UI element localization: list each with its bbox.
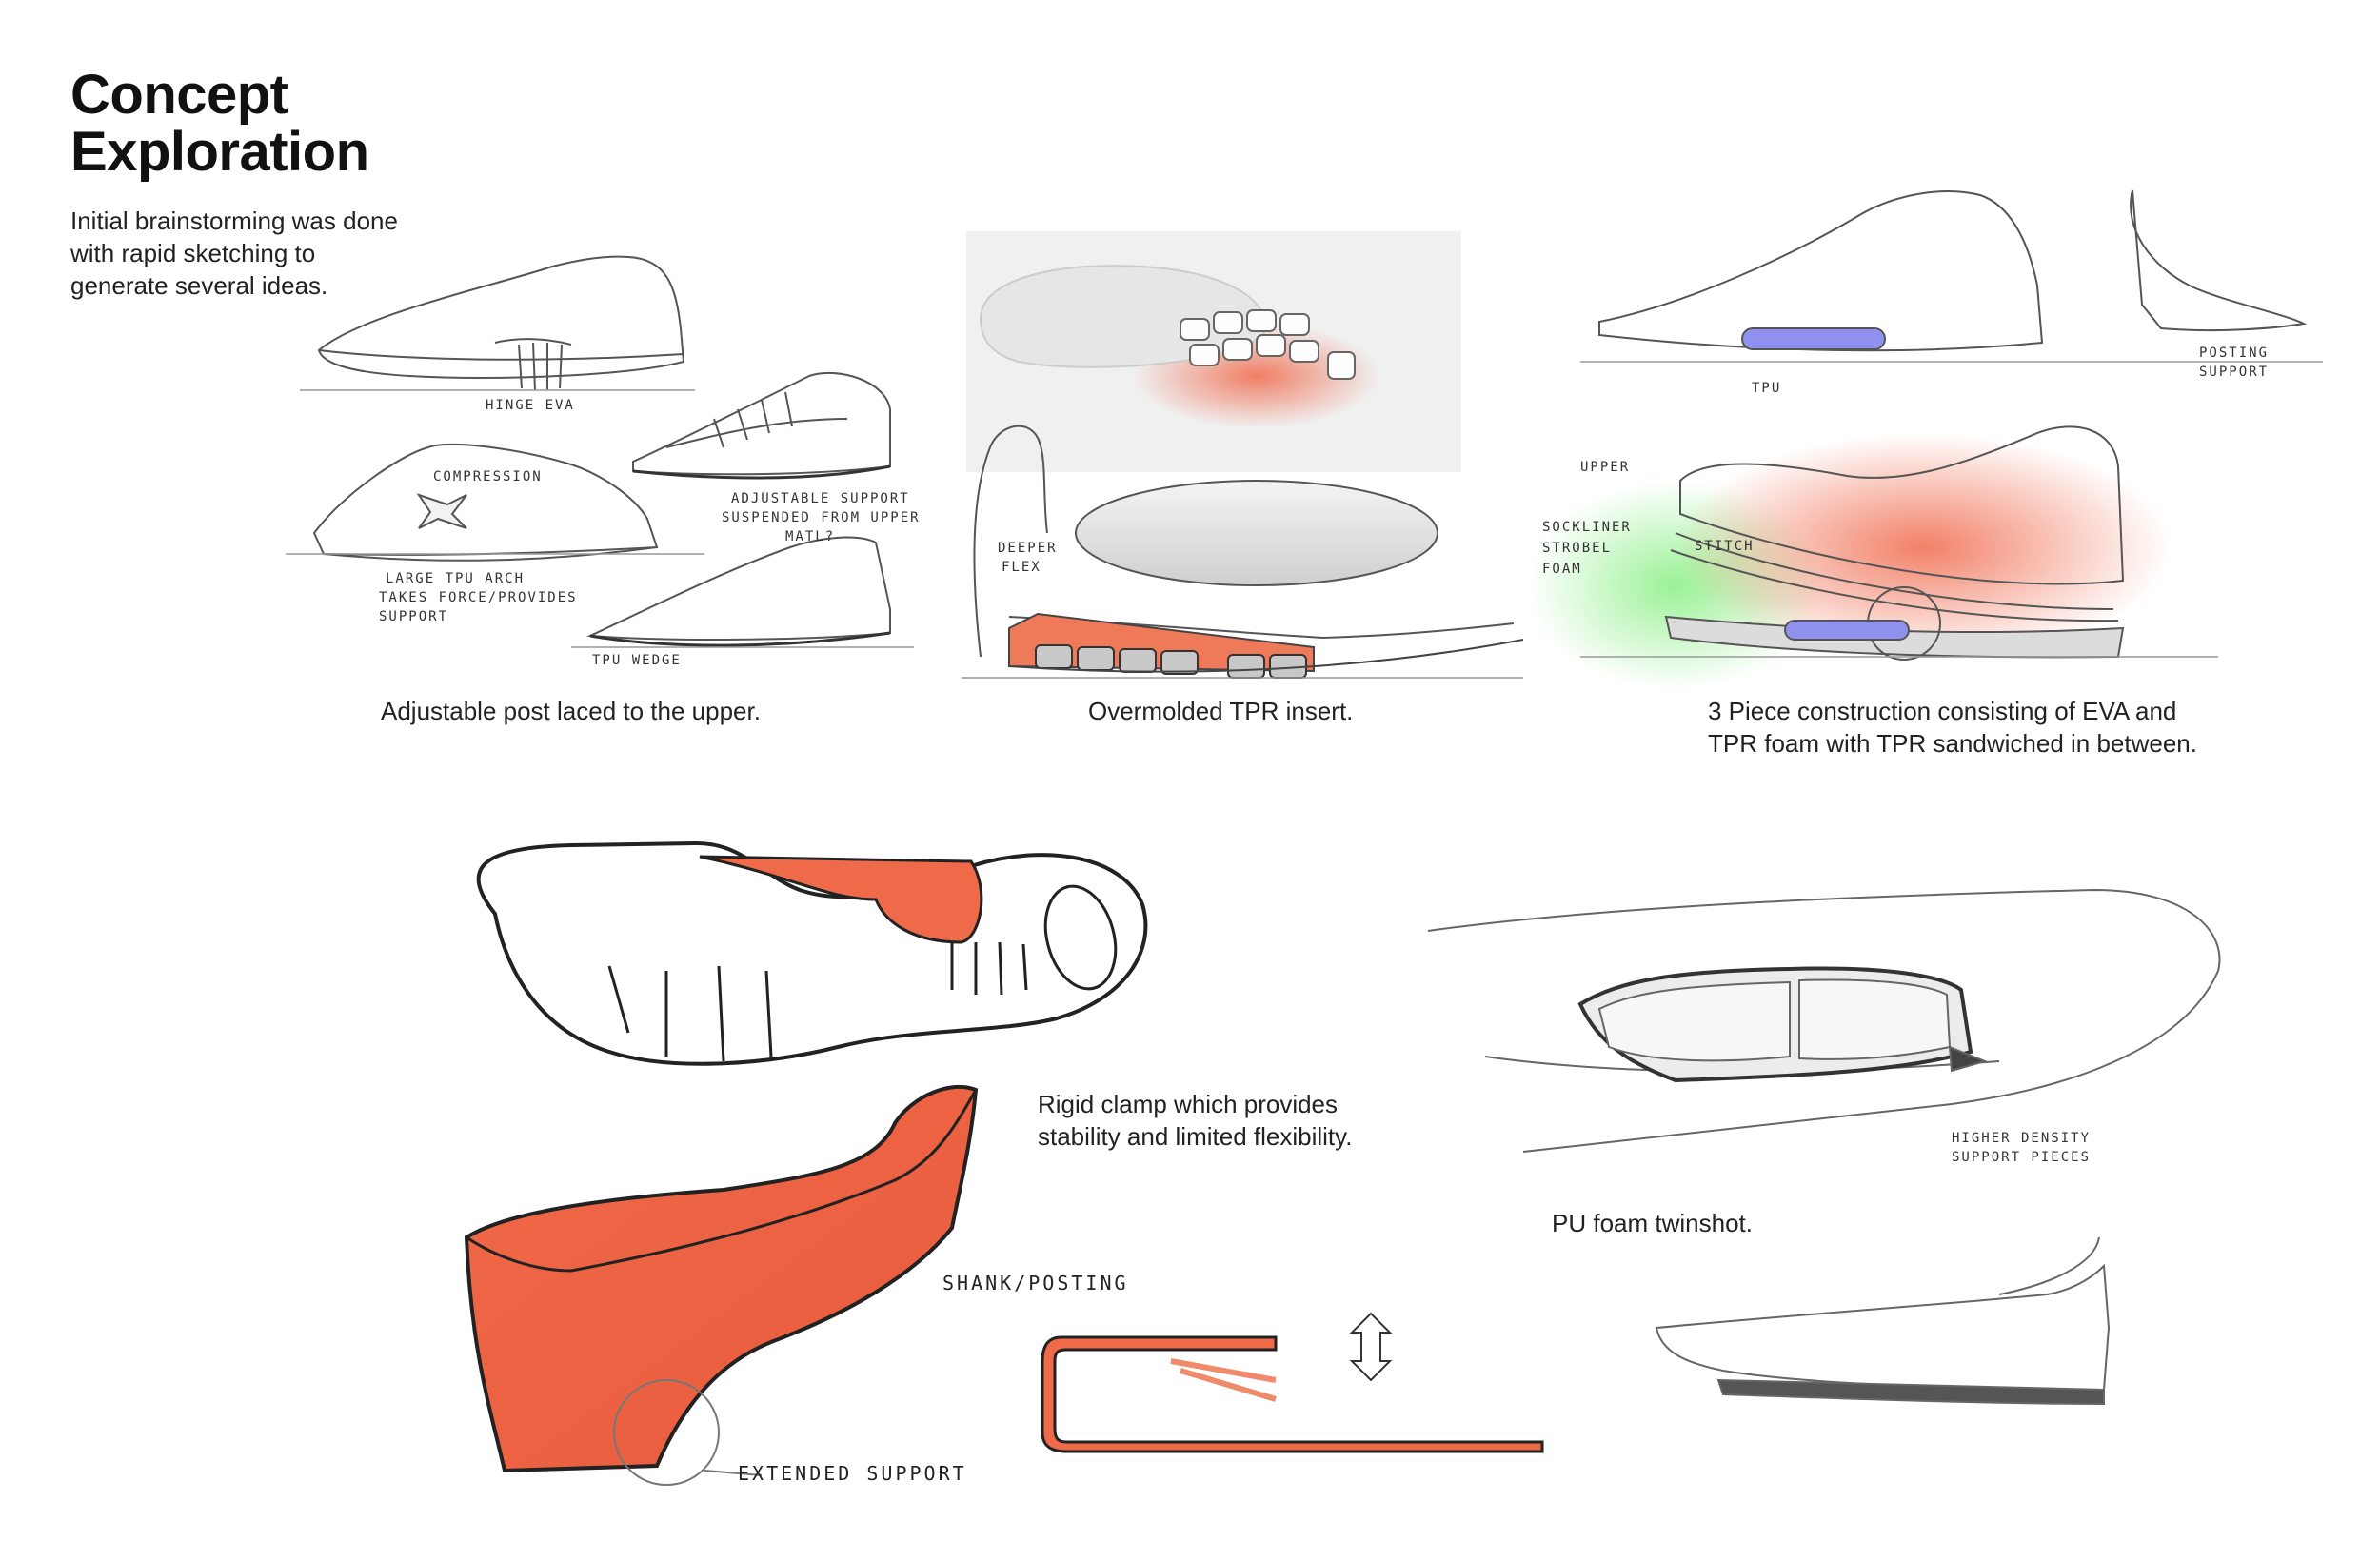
note-posting-2: SUPPORT <box>2199 365 2269 380</box>
sketch-pu-foam <box>1427 888 2221 1406</box>
note-adjustable-support: ADJUSTABLE SUPPORT <box>731 491 910 506</box>
note-upper: UPPER <box>1580 460 1630 475</box>
title-line-1: Concept <box>70 64 288 126</box>
note-tpu: TPU <box>1752 381 1781 396</box>
sketch-insole <box>476 840 1148 1066</box>
page-title: Concept Exploration <box>70 67 369 181</box>
note-large-tpu: LARGE TPU ARCH <box>386 571 525 586</box>
caption-rigid-clamp: Rigid clamp which provides stability and… <box>1038 1090 1353 1151</box>
note-stitch: STITCH <box>1695 539 1755 554</box>
notes-overmolded: DEEPER FLEX <box>998 541 1058 575</box>
note-support: SUPPORT <box>379 609 448 624</box>
note-suspended: SUSPENDED FROM UPPER <box>722 510 921 525</box>
note-compression: COMPRESSION <box>433 469 543 484</box>
note-hinge: HINGE EVA <box>486 398 575 413</box>
note-flex: FLEX <box>1002 560 1041 575</box>
note-posting-1: POSTING <box>2199 346 2269 361</box>
notes-adjustable-post: HINGE EVA COMPRESSION ADJUSTABLE SUPPORT… <box>379 398 921 668</box>
sketch-adjustable-post <box>286 255 914 648</box>
notes-pu-foam: HIGHER DENSITY SUPPORT PIECES <box>1952 1131 2091 1165</box>
note-deeper: DEEPER <box>998 541 1058 556</box>
note-foam: FOAM <box>1542 562 1582 577</box>
caption-three-piece: 3 Piece construction consisting of EVA a… <box>1708 697 2197 758</box>
note-higher-density-2: SUPPORT PIECES <box>1952 1150 2091 1165</box>
note-shank-posting: SHANK/POSTING <box>942 1272 1129 1294</box>
note-extended-support: EXTENDED SUPPORT <box>738 1462 967 1485</box>
title-line-2: Exploration <box>70 121 369 183</box>
notes-clamp: SHANK/POSTING EXTENDED SUPPORT <box>738 1272 1129 1485</box>
caption-pu-foam: PU foam twinshot. <box>1552 1209 1753 1237</box>
note-tpu-wedge: TPU WEDGE <box>592 653 682 668</box>
sketch-three-piece <box>1528 189 2323 690</box>
note-higher-density-1: HIGHER DENSITY <box>1952 1131 2091 1146</box>
sketch-clamp <box>464 1084 1544 1486</box>
note-sockliner: SOCKLINER <box>1542 520 1632 535</box>
sketch-overmolded <box>962 231 1524 679</box>
notes-three-piece: TPU POSTING SUPPORT UPPER SOCKLINER STRO… <box>1542 346 2269 577</box>
caption-adjustable-post: Adjustable post laced to the upper. <box>381 697 761 725</box>
note-takes-force: TAKES FORCE/PROVIDES <box>379 590 578 605</box>
caption-overmolded: Overmolded TPR insert. <box>1088 697 1354 725</box>
note-matl: MATL? <box>785 529 835 544</box>
intro-text: Initial brainstorming was done with rapi… <box>70 207 398 300</box>
note-strobel: STROBEL <box>1542 541 1612 556</box>
